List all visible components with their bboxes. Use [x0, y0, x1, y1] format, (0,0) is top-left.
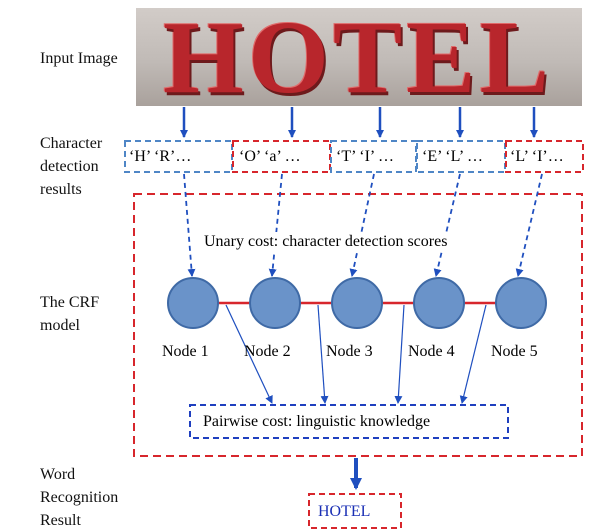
label-input-image: Input Image — [40, 50, 118, 67]
input-image: HOTEL — [136, 8, 582, 106]
pairwise-cost-label: Pairwise cost: linguistic knowledge — [203, 413, 431, 430]
node-2 — [249, 277, 301, 329]
edge-to-pairwise-arrows — [225, 304, 487, 404]
det-arrow-4 — [433, 173, 461, 277]
label-word-line-1: Word — [40, 466, 76, 483]
result-word: HOTEL — [318, 503, 371, 520]
detection-boxes — [124, 140, 584, 173]
crf-model-box — [133, 193, 583, 457]
node-2-label: Node 2 — [244, 343, 291, 360]
detection-to-node-arrows — [183, 173, 543, 277]
detection-1: ‘H’ ‘R’… — [129, 148, 192, 165]
det-arrow-5 — [515, 173, 543, 277]
label-crf-line-2: model — [40, 317, 80, 334]
node-4-label: Node 4 — [408, 343, 455, 360]
label-word-line-2: Recognition — [40, 489, 119, 506]
unary-cost-label: Unary cost: character detection scores — [204, 232, 448, 252]
pair-arrow-4 — [459, 304, 487, 404]
label-detection-line-2: detection — [40, 158, 99, 175]
node-3-label: Node 3 — [326, 343, 373, 360]
label-crf-line-1: The CRF — [40, 294, 100, 311]
crf-nodes — [167, 277, 547, 329]
det-arrow-1 — [183, 173, 196, 277]
node-5 — [495, 277, 547, 329]
pair-arrow-3 — [394, 304, 405, 404]
detection-box-2 — [232, 140, 331, 173]
pairwise-cost-box — [189, 404, 509, 439]
pair-arrow-1a — [225, 304, 273, 404]
label-detection-line-3: results — [40, 181, 82, 198]
node-5-label: Node 5 — [491, 343, 538, 360]
node-4 — [413, 277, 465, 329]
detection-5: ‘L’ ‘I’… — [510, 148, 564, 165]
label-word-line-3: Result — [40, 512, 81, 529]
image-to-detection-arrows — [180, 107, 538, 138]
det-arrow-2 — [268, 173, 283, 277]
detection-box-5 — [505, 140, 584, 173]
node-3 — [331, 277, 383, 329]
detection-4: ‘E’ ‘L’ … — [422, 148, 484, 165]
detection-3: ‘T’ ‘I’ … — [336, 148, 395, 165]
det-arrow-3 — [349, 173, 375, 277]
label-detection-line-1: Character — [40, 135, 103, 152]
detection-2: ‘O’ ‘a’ … — [239, 148, 301, 165]
input-image-word: HOTEL — [163, 8, 553, 106]
pair-arrow-2 — [317, 304, 329, 404]
result-box — [308, 493, 402, 529]
node-1 — [167, 277, 219, 329]
node-1-label: Node 1 — [162, 343, 209, 360]
